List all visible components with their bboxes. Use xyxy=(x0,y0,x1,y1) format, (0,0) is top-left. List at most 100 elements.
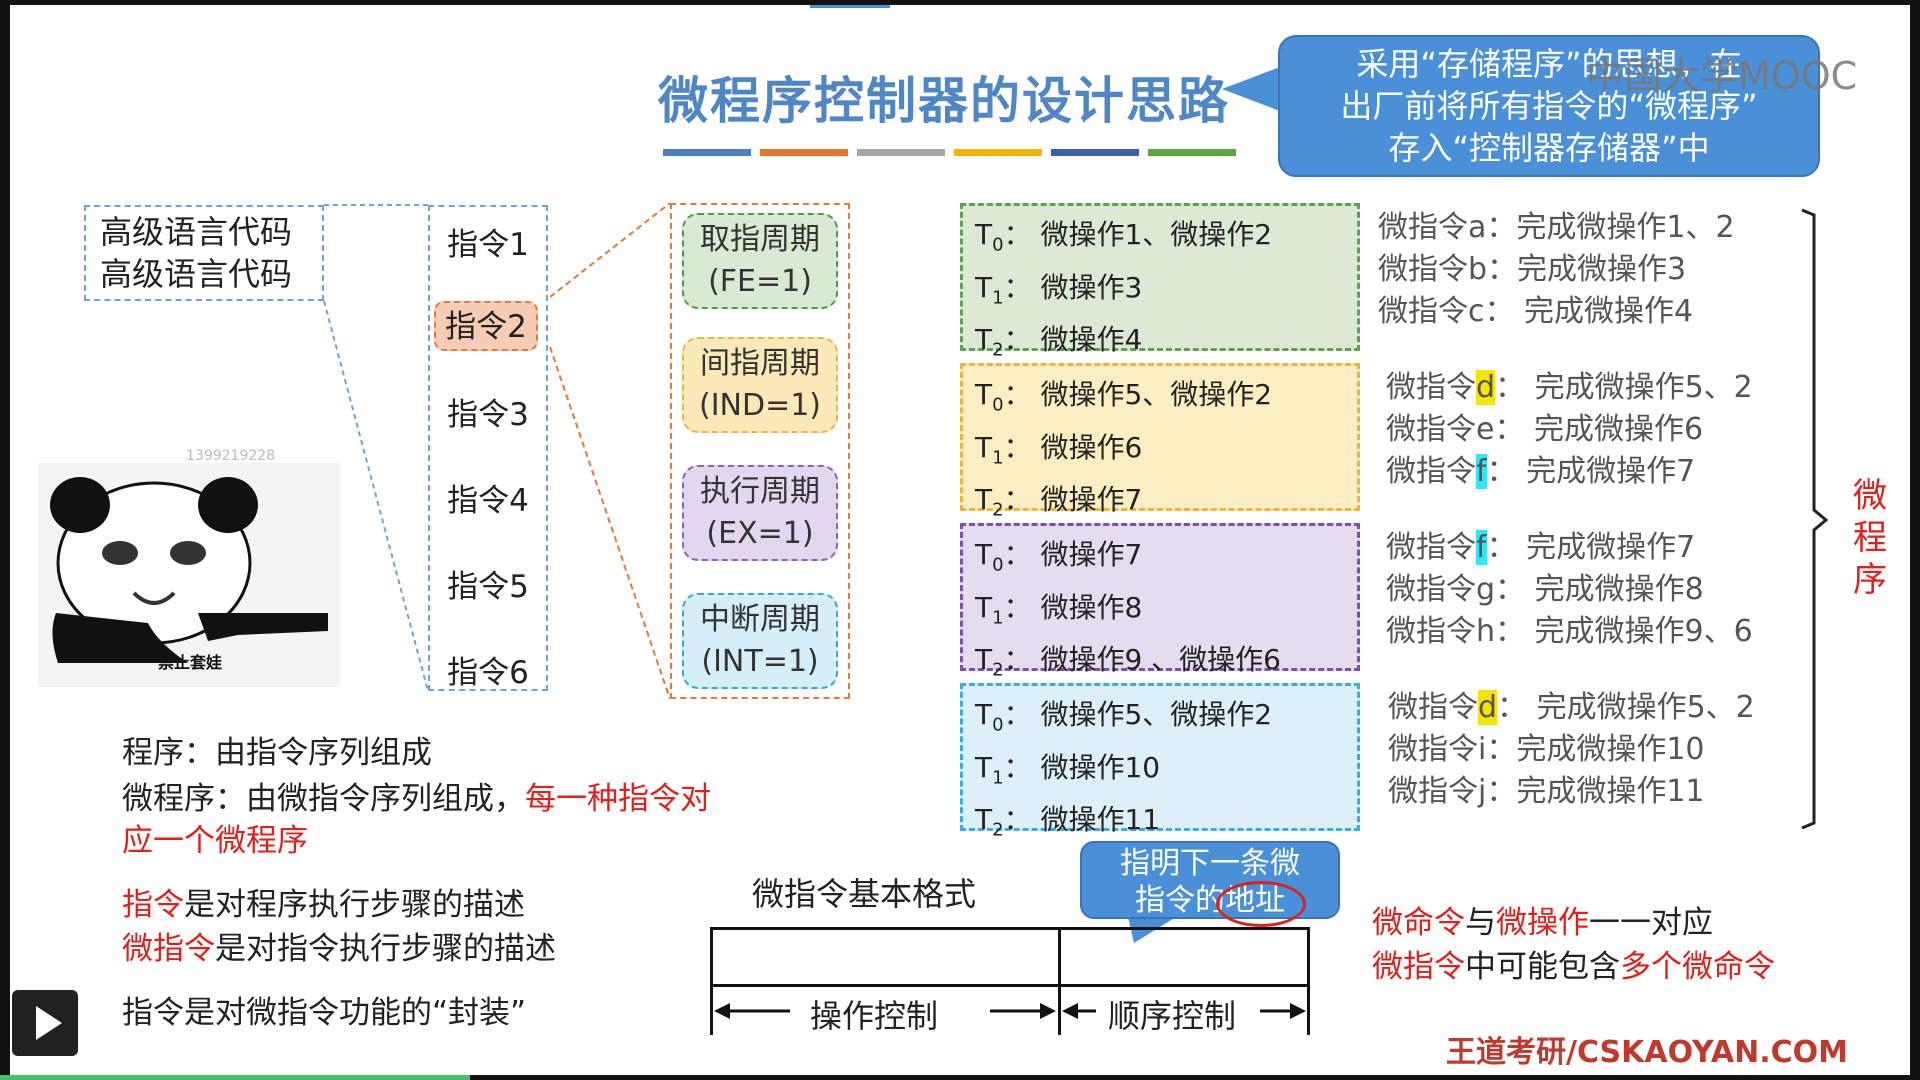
micro-operation-row: T1： 微操作8 xyxy=(975,587,1357,640)
micro-operation-text: ： 微操作7 xyxy=(1003,538,1143,571)
note-microprogram: 微程序：由微指令序列组成，每一种指令对 xyxy=(122,777,711,821)
time-label: T xyxy=(975,803,993,837)
time-subscript: 0 xyxy=(992,714,1004,736)
micro-operation-row: T0： 微操作1、微操作2 xyxy=(975,214,1357,267)
micro-instruction-desc: ：完成微操作10 xyxy=(1486,732,1705,767)
cycle-flag: (FE=1) xyxy=(708,264,812,299)
arrow-right-head xyxy=(1290,1003,1306,1019)
interrupt-cycle: 中断周期 (INT=1) xyxy=(682,593,838,689)
micro-instruction-row: 微指令h： 完成微操作9、6 xyxy=(1386,611,1753,653)
execute-cycle: 执行周期 (EX=1) xyxy=(682,465,838,561)
time-subscript: 2 xyxy=(992,499,1004,521)
micro-instruction-id: d xyxy=(1478,690,1498,725)
fetch-cycle: 取指周期 (FE=1) xyxy=(682,213,838,309)
connector-lines xyxy=(323,202,1829,1019)
machine-cycle-list: 取指周期 (FE=1) 间指周期 (IND=1) 执行周期 (EX=1) 中断周… xyxy=(670,203,850,699)
time-label: T xyxy=(975,590,993,624)
note-encapsulation: 指令是对微指令功能的“封装” xyxy=(122,995,527,1031)
micro-operation-row: T0： 微操作7 xyxy=(975,534,1357,587)
time-label: T xyxy=(975,218,993,251)
cycle-name: 执行周期 xyxy=(700,474,820,509)
micro-instruction-id: f xyxy=(1476,454,1487,489)
instruction-list: 指令1 指令2 指令3 指令4 指令5 指令6 xyxy=(428,205,548,691)
micro-operation-text: ： 微操作11 xyxy=(1003,803,1161,837)
note-red: 微命令 xyxy=(1372,905,1465,941)
mooc-watermark: 中国大学MOOC xyxy=(1586,54,1858,98)
bubble-line: 指明下一条微 xyxy=(1120,846,1300,881)
title-color-bar xyxy=(954,149,1042,156)
micro-instruction-desc: ： 完成微操作7 xyxy=(1486,530,1696,565)
title-color-bar xyxy=(1148,149,1236,156)
title-color-bar xyxy=(663,149,751,156)
micro-instruction-row: 微指令f： 完成微操作7 xyxy=(1386,527,1753,569)
instruction-1: 指令1 xyxy=(447,227,529,263)
micro-instruction-prefix: 微指令 xyxy=(1388,774,1478,809)
micro-instruction-row: 微指令d： 完成微操作5、2 xyxy=(1388,687,1755,729)
micro-instruction-id: i xyxy=(1478,732,1487,767)
cycle-name: 中断周期 xyxy=(700,602,820,637)
arrow-mid-head xyxy=(1040,1003,1056,1019)
time-subscript: 0 xyxy=(992,554,1004,576)
micro-instruction-prefix: 微指令 xyxy=(1386,572,1476,607)
brace-char: 序 xyxy=(1853,560,1887,600)
time-subscript: 0 xyxy=(992,234,1004,256)
instruction-5: 指令5 xyxy=(447,569,529,605)
callout-tail xyxy=(1222,67,1280,111)
micro-instruction-row: 微指令f： 完成微操作7 xyxy=(1386,451,1753,493)
time-label: T xyxy=(975,323,993,357)
note-micro-instruction: 微指令是对指令执行步骤的描述 xyxy=(122,927,556,971)
play-icon[interactable] xyxy=(36,1006,62,1040)
micro-operation-text: ： 微操作5、微操作2 xyxy=(1003,378,1273,411)
format-label: 微指令基本格式 xyxy=(752,875,977,913)
micro-instruction-desc: ：完成微操作1、2 xyxy=(1486,210,1735,245)
note-instruction-red: 指令 xyxy=(122,887,184,923)
micro-instruction-prefix: 微指令 xyxy=(1388,690,1478,725)
micro-operation-row: T1： 微操作6 xyxy=(975,427,1357,480)
slide-title: 微程序控制器的设计思路 xyxy=(658,72,1230,130)
micro-instruction-id: e xyxy=(1476,412,1495,447)
micro-instruction-row: 微指令d： 完成微操作5、2 xyxy=(1386,367,1753,409)
micro-operation-row: T2： 微操作11 xyxy=(975,799,1357,852)
time-label: T xyxy=(975,430,993,464)
micro-instruction-desc: ： 完成微操作5、2 xyxy=(1497,690,1755,725)
time-label: T xyxy=(975,750,993,784)
micro-instruction-prefix: 微指令 xyxy=(1386,614,1476,649)
note-program: 程序：由指令序列组成 xyxy=(122,735,432,771)
note-microprogram-red-2: 应一个微程序 xyxy=(122,823,308,859)
micro-operation-text: ： 微操作9 、微操作6 xyxy=(1003,643,1281,677)
cycle-flag: (INT=1) xyxy=(701,644,819,679)
time-label: T xyxy=(975,643,993,677)
note-black: 与 xyxy=(1465,905,1496,941)
stored-program-callout: 采用“存储程序”的思想，在 出厂前将所有指令的“微程序” 存入“控制器存储器”中 xyxy=(1278,35,1820,177)
note-red: 微操作 xyxy=(1496,905,1589,941)
instruction-4: 指令4 xyxy=(447,483,529,519)
format-box xyxy=(710,927,1310,987)
micro-instruction-desc: ： 完成微操作7 xyxy=(1486,454,1696,489)
micro-operation-row: T2： 微操作9 、微操作6 xyxy=(975,639,1357,692)
micro-operation-row: T1： 微操作3 xyxy=(975,267,1357,320)
note-micro-text: 是对指令执行步骤的描述 xyxy=(215,931,556,967)
micro-instruction-id: a xyxy=(1468,210,1487,245)
micro-operation-row: T0： 微操作5、微操作2 xyxy=(975,374,1357,427)
callout-line: 存入“控制器存储器”中 xyxy=(1388,129,1710,167)
next-address-bubble: 指明下一条微 指令的地址 xyxy=(1080,841,1340,919)
micro-instruction-id: c xyxy=(1468,294,1485,329)
micro-operation-text: ： 微操作6 xyxy=(1003,430,1143,464)
cycle-name: 取指周期 xyxy=(700,222,820,257)
micro-instruction-desc: ：完成微操作3 xyxy=(1487,252,1687,287)
video-progress-bar[interactable] xyxy=(0,1075,470,1080)
time-label: T xyxy=(975,378,993,411)
connector-instr2-top xyxy=(549,202,671,298)
time-subscript: 2 xyxy=(992,659,1004,681)
micro-instruction-prefix: 微指令 xyxy=(1386,370,1476,405)
connector-instr2-bottom xyxy=(549,346,671,700)
micro-instruction-desc: ： 完成微操作9、6 xyxy=(1495,614,1753,649)
title-color-bar xyxy=(1051,149,1139,156)
time-subscript: 1 xyxy=(992,767,1004,789)
